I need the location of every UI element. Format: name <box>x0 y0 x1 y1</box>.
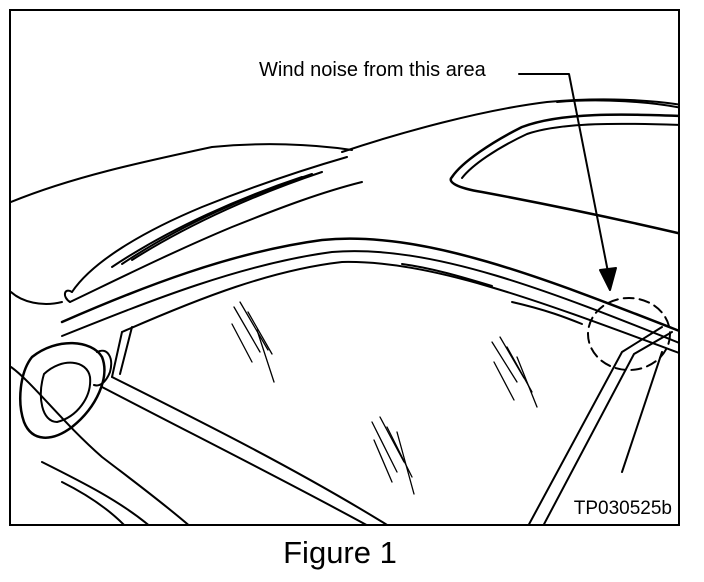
mirror-housing <box>19 341 106 439</box>
door-frame-top <box>121 260 678 354</box>
deflector-bottom <box>69 181 363 303</box>
figure-frame: Wind noise from this area TP030525b <box>9 9 680 526</box>
deflector-strip-3 <box>131 171 323 261</box>
mirror-glass <box>39 361 92 423</box>
roof-line <box>341 98 678 153</box>
roof-rail-inner <box>61 250 678 344</box>
deflector-top <box>71 156 348 293</box>
callout-arrowhead <box>599 267 617 291</box>
body-side-3 <box>61 481 125 524</box>
figure-caption: Figure 1 <box>283 535 397 570</box>
a-pillar <box>111 331 123 378</box>
wind-noise-highlight <box>587 297 671 371</box>
body-side-2 <box>41 461 149 524</box>
b-pillar-2 <box>542 331 673 524</box>
trim-line <box>511 301 583 325</box>
rear-quarter-window <box>449 113 678 235</box>
rear-window-inner <box>461 122 678 179</box>
callout-label: Wind noise from this area <box>259 59 486 81</box>
deflector-strip-2 <box>121 173 313 265</box>
b-pillar-1 <box>528 326 663 524</box>
a-pillar-2 <box>119 326 133 375</box>
hood-outline <box>11 143 353 203</box>
fender-line <box>11 291 63 305</box>
drip-rail <box>401 263 493 287</box>
window-bottom-2 <box>101 386 367 524</box>
car-line-drawing <box>11 73 678 524</box>
roof-rear-line <box>556 99 678 109</box>
glass-reflections <box>231 301 538 495</box>
b-pillar-3 <box>621 351 663 473</box>
deflector-tip <box>64 289 73 303</box>
body-side-1 <box>11 366 189 524</box>
roof-rail-outer <box>60 237 678 332</box>
mirror-arm <box>93 349 113 387</box>
image-code: TP030525b <box>573 498 672 519</box>
callout-leader-line <box>518 73 609 273</box>
window-bottom-1 <box>111 376 388 524</box>
